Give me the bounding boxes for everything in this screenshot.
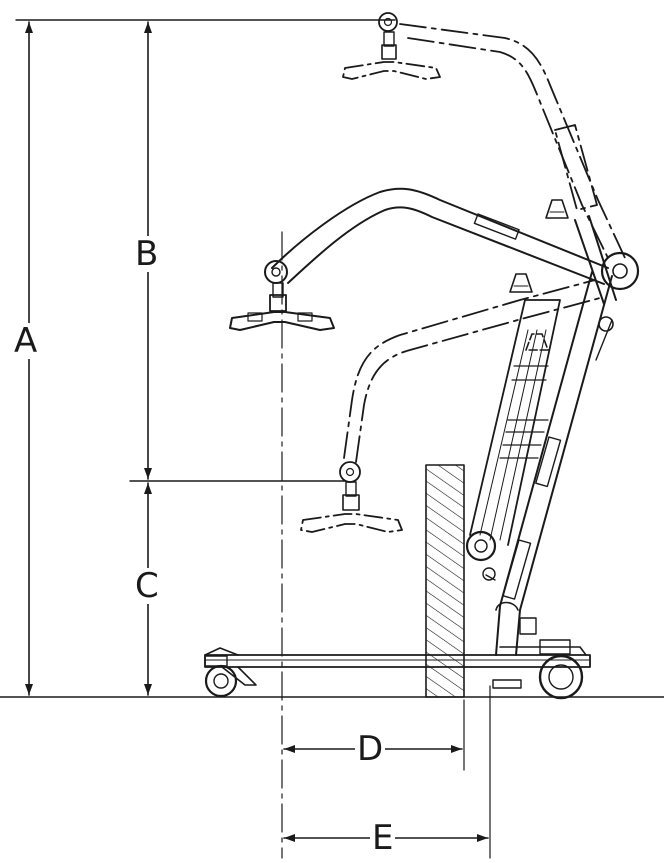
boom-swivel-mid [264,260,288,312]
lift-boom-lowered [343,279,601,463]
dimension-label-b: B [133,234,161,274]
rear-caster [204,655,238,698]
spreader-bar-raised [342,61,441,80]
spreader-bar-lowered [300,513,403,533]
actuator-knob-upper [545,199,569,219]
boom-swivel-raised [378,12,398,60]
dimension-label-c: C [133,566,161,606]
actuator-knob-mid [509,273,533,293]
lift-mast [495,271,613,656]
dimension-label-d: D [355,729,386,769]
actuator-knob-lower [525,333,549,351]
lift-base [204,646,591,689]
lift-actuator [465,299,561,581]
boom-swivel-lowered [339,461,361,511]
hatched-obstacle [425,464,465,698]
lift-boom [271,187,640,332]
front-caster [519,617,584,700]
lift-boom-raised [399,23,626,259]
dimension-label-a: A [12,321,40,361]
dimension-label-e: E [370,818,396,858]
spreader-bar-mid [229,311,335,331]
